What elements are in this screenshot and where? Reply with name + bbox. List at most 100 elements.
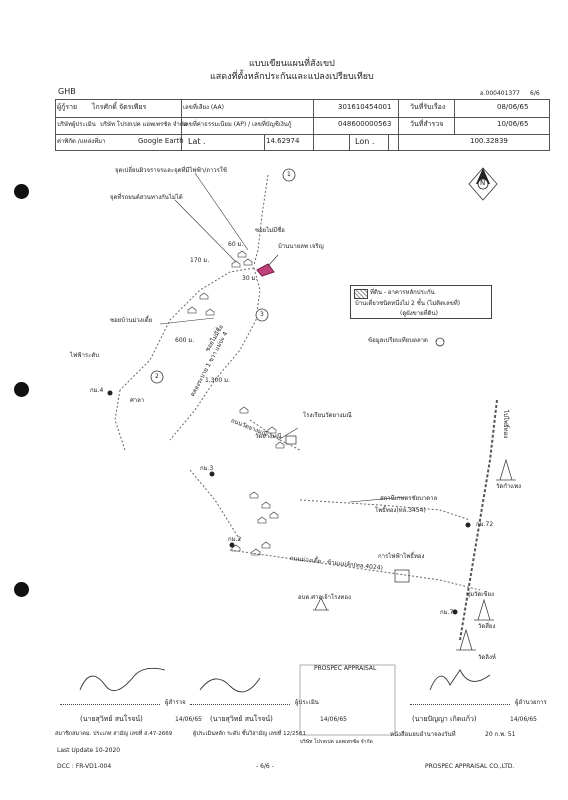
label-temple-sieo: วัดสี่ยง — [478, 623, 496, 630]
surveyor-license: สมาชิกสมาคม. ประเภท สามัญ เลขที่ ส.47-26… — [55, 731, 173, 737]
label-compare-point: ข้อมูลเปรียบเทียบตลาด — [368, 337, 428, 344]
company-value: บริษัท โปรสเปค แอพเพรซัล จำกัด — [100, 121, 188, 128]
appraiser-role: ผู้ประเมิน — [295, 699, 319, 706]
borrower-value: ไกรศักดิ์ จัตรเพียร — [92, 103, 147, 111]
page-number: - 6/6 - — [256, 763, 274, 770]
label-no-name-soi: ซอยไม่มีชื่อ — [255, 227, 285, 234]
label-km73: กม.73 — [440, 609, 458, 616]
document-subtitle: แสดงที่ตั้งหลักประกันและแปลงเปรียบเทียบ — [210, 72, 374, 82]
reviewer-role: ผู้อำนวยการ — [515, 699, 547, 706]
label-km2: กม.2 — [228, 536, 242, 543]
stamp-subtext: บริษัท โปรสเปค แอพเพรซัล จำกัด — [300, 739, 373, 745]
dcc-code: DCC : FR-VD1-004 — [57, 763, 112, 770]
label-d170: 170 ม. — [190, 257, 210, 264]
surveyor-role: ผู้สำรวจ — [165, 699, 186, 706]
road-station — [299, 499, 471, 521]
ap-value: 048600000563 — [338, 120, 392, 128]
page-id: อ.000401377 — [480, 90, 520, 97]
legend-line-1: ที่ดิน - อาคารหลักประกัน — [370, 289, 435, 296]
road-main — [229, 549, 481, 591]
legend-hatch-icon — [354, 289, 368, 299]
label-d60: 60 ม. — [228, 241, 244, 248]
label-d600: 600 ม. — [175, 337, 195, 344]
label-main-road-vert: ไปโพธิ์ทอง — [502, 410, 509, 439]
last-update: Last Update 10-2020 — [57, 747, 121, 754]
km2-marker — [229, 542, 235, 548]
ghb-logo: GHB — [58, 87, 76, 96]
lat-label: Lat . — [188, 137, 206, 146]
circle-marker-3 — [255, 308, 269, 322]
appraiser-license: ผู้ประเมินหลัก ระดับ ชั้นวิสามัญ เลขที่ … — [193, 731, 306, 737]
circle-marker-2 — [150, 370, 164, 384]
binder-hole-top — [14, 184, 29, 199]
ap-label: เลขที่ค่าธรรมเนียม (AP) / เลขที่บัญชีเงิ… — [183, 121, 292, 128]
houses-cluster-km3 — [249, 491, 279, 524]
compare-marker — [435, 337, 445, 347]
binder-hole-bottom — [14, 582, 29, 597]
circle-2-label: 2 — [155, 373, 159, 380]
coord-source: Google Earth — [138, 137, 184, 145]
asset-no-label: เลขที่เสียง (AA) — [183, 104, 224, 111]
coord-label: ค่าพิกัด /แหล่งที่มา — [57, 138, 106, 145]
label-km4: กม.4 — [90, 387, 104, 394]
legend-line-2: บ้านเดี่ยวชนิดหนึ่งไม่ 2 ชั้น (ไม่ติดเลข… — [355, 300, 461, 307]
document-title: แบบเขียนแผนที่สังเขป — [249, 59, 335, 69]
road-school — [249, 419, 301, 451]
receive-date-label: วันที่รับเรื่อง — [410, 103, 446, 111]
footer-company: PROSPEC APPRAISAL CO.,LTD. — [425, 763, 515, 770]
houses-cluster-a — [187, 292, 215, 316]
temple-khamlang-icon — [496, 458, 516, 481]
label-temple-ling: วัดลิงห์ — [478, 654, 496, 661]
km73-marker — [452, 609, 458, 615]
km72-marker — [465, 522, 471, 528]
borrower-label: ผู้กู้ราย — [57, 103, 78, 111]
circle-1-label: 1 — [287, 171, 291, 178]
road-km3 — [189, 469, 241, 541]
survey-date-value: 10/06/65 — [497, 120, 529, 128]
label-d1300: 1,300 ม. — [205, 377, 230, 384]
houses-cluster-km2 — [231, 541, 271, 556]
company-label: บริษัทผู้ประเมิน — [57, 121, 96, 128]
label-power-left: ไฟฟ้าระดับ — [70, 352, 100, 359]
stamp-text: PROSPEC APPRAISAL — [314, 665, 377, 672]
reviewer-name: (นายปัญญา เกิดแก้ว) — [412, 715, 477, 723]
label-change-point: จุดเปลี่ยนผิวจราจรและจุดที่มีไฟฟ้า/ถาวรใ… — [115, 167, 227, 174]
lon-label: Lon . — [355, 137, 375, 146]
label-junction: จุดที่รถยนต์สวนทางกันไม่ได้ — [110, 194, 183, 201]
label-sala: ศาลา — [130, 397, 145, 404]
shrine-icon — [313, 597, 329, 611]
label-house: บ้านนายลพ เจริญ — [278, 243, 324, 250]
label-chutak: ชุ่มวัดเขียง — [466, 591, 494, 598]
temple-ling-icon — [456, 628, 476, 651]
label-km72: กม.72 — [476, 521, 494, 528]
surveyor-signature — [79, 667, 166, 692]
circle-marker-1 — [282, 168, 296, 182]
survey-date-label: วันที่สำรวจ — [410, 120, 444, 128]
header-table — [55, 99, 550, 151]
houses-near-subject — [231, 250, 253, 268]
label-temple-yangmanee: วัดยางมณี — [255, 433, 282, 440]
label-temple-khamlang: วัดกำแพง — [496, 483, 522, 490]
km3-marker — [209, 471, 215, 477]
school-icon — [285, 435, 297, 445]
power-office-icon — [394, 569, 410, 583]
company-stamp — [299, 664, 396, 736]
subject-plot-marker — [256, 263, 275, 277]
label-station: สถานีเกษตรชัยบาดาล — [380, 495, 438, 502]
road-unnamed — [253, 174, 269, 266]
lat-value: 14.62974 — [266, 137, 300, 145]
label-soi-ban-muang: ซอยบ้านม่วงเตี้ย — [110, 317, 153, 324]
temple-sieo-icon — [474, 598, 494, 621]
reviewer-signature — [429, 669, 491, 691]
road-sala — [114, 389, 126, 451]
label-km3: กม.3 — [200, 465, 214, 472]
surveyor-name: (นายสุวิทย์ สนโรจน์) — [80, 715, 143, 723]
legend-box — [350, 285, 492, 319]
reviewer-note-date: 20 ก.พ. 51 — [485, 731, 516, 738]
label-power-office: การไฟฟ้าโพธิ์ทอง — [378, 553, 425, 560]
label-station-road: โพธิ์ทอง(ทล.3454) — [375, 507, 426, 514]
reviewer-note: หนังสือมอบอำนาจลงวันที่ — [390, 731, 456, 738]
receive-date-value: 08/06/65 — [497, 103, 529, 111]
north-label: N — [480, 179, 486, 187]
